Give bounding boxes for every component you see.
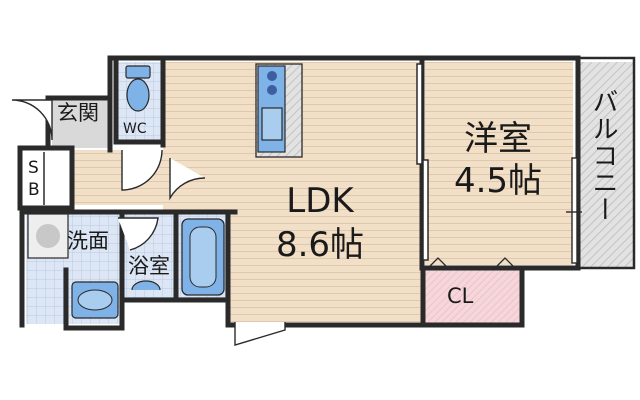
ldk-label: LDK 8.6帖 <box>270 184 370 262</box>
bathtub <box>181 218 225 296</box>
closet-floor <box>425 266 520 323</box>
western-room-floor <box>425 62 573 265</box>
shoe-box-bottom-label: B <box>28 180 40 200</box>
balcony-label: バルコニー <box>588 88 618 223</box>
sliding-door <box>416 63 429 261</box>
ldk-floor-lower <box>230 205 421 322</box>
ldk-name: LDK <box>286 181 354 221</box>
balcony-window <box>566 157 582 264</box>
shoe-box-top-label: S <box>28 158 39 178</box>
kitchen-counter <box>255 63 303 158</box>
doors <box>11 99 286 346</box>
entrance-label: 玄関 <box>57 101 99 125</box>
western-room-size: 4.5帖 <box>453 161 543 201</box>
closet-label: CL <box>447 284 474 308</box>
washing-machine-pan <box>27 213 69 259</box>
entrance-floor <box>52 100 110 148</box>
western-room-label: 洋室 4.5帖 <box>443 122 553 198</box>
western-room-name: 洋室 <box>464 119 532 159</box>
bathroom-label: 浴室 <box>128 254 170 278</box>
washroom-label: 洗面 <box>67 229 109 253</box>
stove <box>267 71 277 95</box>
balcony-floor <box>578 62 633 267</box>
wash-basin <box>71 281 119 319</box>
walls <box>17 55 581 331</box>
balcony-rail <box>578 56 636 270</box>
closet-doors <box>427 257 516 269</box>
bath-basin <box>131 280 161 291</box>
toilet-label: WC <box>123 121 147 137</box>
toilet-fixture <box>125 65 151 112</box>
shoe-box-floor <box>22 150 44 206</box>
kitchen-sink <box>261 107 283 141</box>
ldk-size: 8.6帖 <box>275 225 365 265</box>
